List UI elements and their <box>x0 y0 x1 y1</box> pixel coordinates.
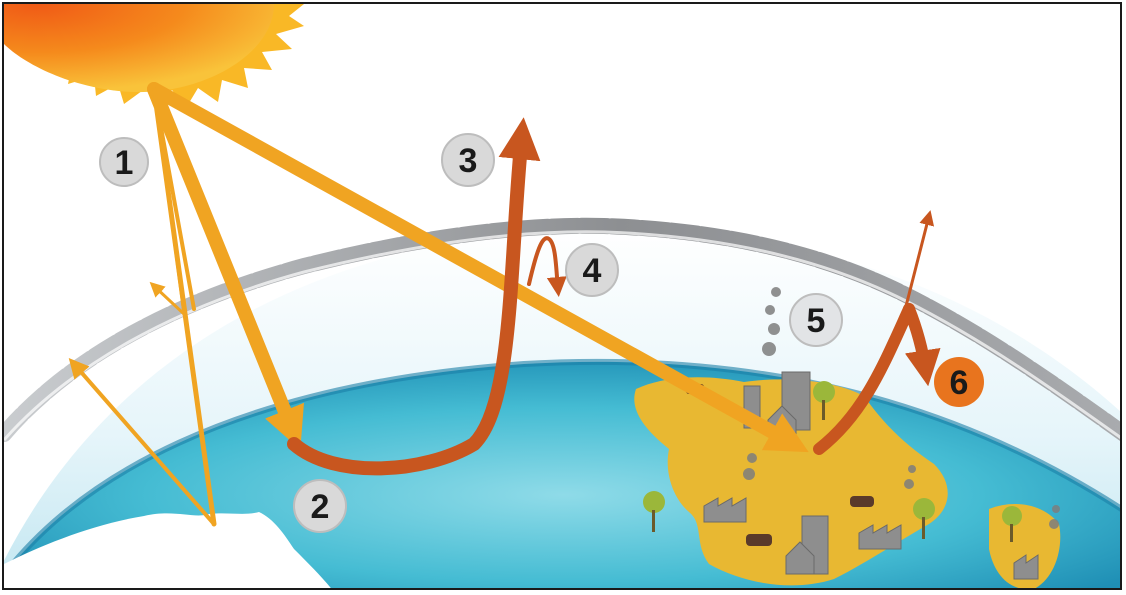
polar-ice <box>4 512 331 588</box>
label-1: 1 <box>99 137 149 187</box>
label-3: 3 <box>441 133 495 187</box>
label-4: 4 <box>565 243 619 297</box>
greenhouse-effect-diagram: 1 2 3 4 5 6 <box>4 4 1120 588</box>
factory-smoke <box>743 287 1060 529</box>
label-6-text: 6 <box>950 364 969 402</box>
label-6: 6 <box>934 357 984 407</box>
incoming-solar-arrows <box>68 82 809 527</box>
label-1-text: 1 <box>115 144 134 182</box>
label-5: 5 <box>789 293 843 347</box>
label-2-text: 2 <box>311 488 330 526</box>
label-4-text: 4 <box>583 252 602 290</box>
label-2: 2 <box>293 479 347 533</box>
land-mass-small <box>989 504 1061 588</box>
label-3-text: 3 <box>459 142 478 180</box>
sun <box>4 4 304 108</box>
label-5-text: 5 <box>807 302 826 340</box>
greenhouse-gas-layer <box>4 217 1120 442</box>
infrared-arrows <box>287 117 941 476</box>
trees <box>643 381 1022 542</box>
